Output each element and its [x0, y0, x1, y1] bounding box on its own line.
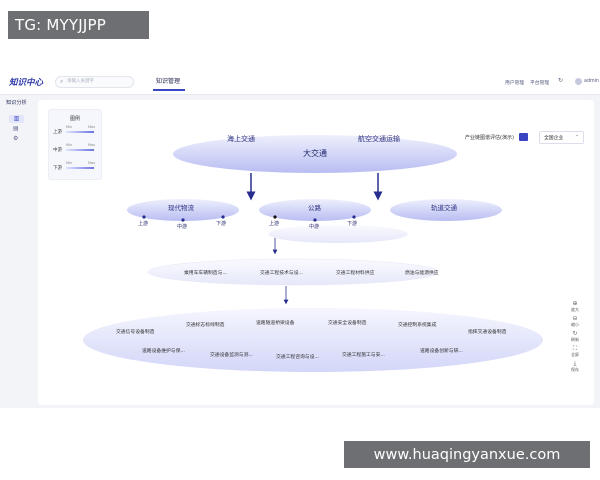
save-icon: ⤓ — [573, 360, 577, 367]
chart-icon[interactable]: ▥ — [9, 115, 24, 123]
stage-dot — [142, 215, 146, 219]
stage-label-downstream[interactable]: 下游 — [347, 221, 358, 227]
node-highway-upstream[interactable] — [147, 258, 439, 286]
legend-title: 图例 — [69, 116, 80, 122]
node-label-level3[interactable]: 燃油与能源供应 — [405, 271, 439, 276]
legend-max: Max — [88, 161, 96, 165]
stage-label-upstream[interactable]: 上游 — [138, 221, 149, 227]
refresh-icon: ↻ — [572, 330, 578, 337]
node-label-level4[interactable]: 交通标志标线制造 — [186, 323, 225, 328]
settings-icon[interactable]: ⚙ — [13, 135, 19, 142]
node-label-logistics[interactable]: 现代物流 — [168, 204, 194, 212]
node-label-level4[interactable]: 交通控制系统集成 — [398, 323, 437, 328]
top-navbar: 知识中心 ⌕ 请输入关键字 知识管理 用户管理 平台管理 ↻ admin — [0, 70, 600, 95]
stage-label-midstream[interactable]: 中游 — [177, 224, 188, 230]
node-label-level4[interactable]: 交通设备监测与测... — [210, 353, 253, 358]
fullscreen-button[interactable]: ⛶ 全屏 — [568, 345, 582, 358]
search-input[interactable]: ⌕ 请输入关键字 — [55, 76, 134, 88]
stage-label-upstream[interactable]: 上游 — [269, 221, 280, 227]
stage-dot — [313, 218, 317, 222]
stage-label-midstream[interactable]: 中游 — [309, 224, 320, 230]
refresh-button[interactable]: ↻ 刷新 — [568, 330, 582, 343]
node-label-level4[interactable]: 道路设备维护与保... — [142, 349, 185, 354]
legend-label-upstream: 上游 — [53, 130, 62, 135]
sidebar-title: 知识分析 — [6, 100, 27, 106]
node-label-level3[interactable]: 乘用车车辆制造与... — [184, 271, 227, 276]
nav-link-user-management[interactable]: 用户管理 — [505, 81, 525, 86]
legend-min: Min — [66, 161, 73, 165]
fullscreen-label: 全屏 — [571, 352, 579, 357]
active-tab-indicator — [153, 89, 185, 91]
node-label-level3[interactable]: 交通工程技术与设... — [260, 271, 303, 276]
list-icon[interactable]: ▤ — [13, 125, 19, 132]
node-rail-transit[interactable] — [390, 199, 502, 221]
zoom-out-icon: ⊖ — [572, 315, 578, 322]
node-label-level4[interactable]: 交通信号设备制造 — [116, 330, 155, 335]
avatar[interactable] — [575, 78, 582, 85]
refresh-icon[interactable]: ↻ — [558, 77, 564, 84]
zoom-out-button[interactable]: ⊖ 缩小 — [568, 315, 582, 328]
zoom-in-icon: ⊕ — [572, 300, 578, 307]
app-logo[interactable]: 知识中心 — [9, 78, 44, 88]
node-label-highway[interactable]: 公路 — [308, 204, 321, 212]
save-button[interactable]: ⤓ 保存 — [568, 360, 582, 373]
telegram-watermark: TG: MYYJJPP — [8, 11, 149, 39]
legend-gradient-bar — [66, 131, 94, 133]
legend-min: Min — [66, 143, 73, 147]
node-label-level4[interactable]: 交通工程施工与安... — [342, 353, 385, 358]
sidebar: 知识分析 ▥ ▤ ⚙ — [0, 95, 33, 408]
legend-max: Max — [88, 143, 96, 147]
nav-link-platform-management[interactable]: 平台管理 — [530, 81, 550, 86]
node-label-level4[interactable]: 道路设备创新与研... — [420, 349, 463, 354]
legend-gradient-bar — [66, 167, 94, 169]
legend-min: Min — [66, 125, 73, 129]
stage-dot — [273, 215, 277, 219]
node-modern-logistics[interactable] — [127, 199, 239, 221]
knowledge-graph — [83, 135, 543, 372]
refresh-label: 刷新 — [571, 337, 579, 342]
node-big-transport[interactable] — [173, 135, 457, 173]
stage-dot — [352, 215, 356, 219]
fullscreen-icon: ⛶ — [572, 345, 578, 352]
filter-toggle[interactable] — [519, 133, 528, 141]
node-label-level4[interactable]: 指挥交通设备制造 — [468, 330, 507, 335]
tab-knowledge-management[interactable]: 知识管理 — [156, 78, 181, 85]
zoom-out-label: 缩小 — [571, 322, 579, 327]
node-label-big-transport[interactable]: 大交通 — [303, 149, 327, 158]
node-label-level4[interactable]: 交通工程咨询与设... — [276, 355, 319, 360]
stage-label-downstream[interactable]: 下游 — [216, 221, 227, 227]
node-label-maritime[interactable]: 海上交通 — [227, 135, 255, 143]
zoom-in-label: 放大 — [571, 307, 579, 312]
node-label-rail[interactable]: 轨道交通 — [431, 204, 457, 212]
node-label-level3[interactable]: 交通工程材料供应 — [336, 271, 375, 276]
filter-label: 产业链图谱评估(演示) — [465, 135, 514, 141]
graph-canvas[interactable]: 图例 上游 Min Max 中游 Min Max 下游 Min Max 产业链图… — [38, 100, 594, 405]
node-label-level4[interactable]: 道路隧道桥梁设备 — [256, 321, 295, 326]
legend-gradient-bar — [66, 149, 94, 151]
app-window: 知识中心 ⌕ 请输入关键字 知识管理 用户管理 平台管理 ↻ admin 知识分… — [0, 70, 600, 408]
region-select[interactable]: 全国企业 ⌄ — [539, 131, 584, 144]
node-equipment-group[interactable] — [83, 308, 543, 372]
region-select-value: 全国企业 — [544, 136, 564, 141]
legend: 图例 上游 Min Max 中游 Min Max 下游 Min Max — [48, 109, 102, 180]
search-placeholder: 请输入关键字 — [67, 79, 94, 84]
node-label-aviation[interactable]: 航空交通运输 — [358, 135, 400, 143]
legend-label-midstream: 中游 — [53, 148, 62, 153]
search-icon: ⌕ — [60, 78, 64, 85]
node-label-level4[interactable]: 交通安全设备制造 — [328, 321, 367, 326]
chevron-down-icon: ⌄ — [574, 133, 579, 138]
site-watermark: www.huaqingyanxue.com — [344, 441, 590, 468]
user-name[interactable]: admin — [584, 79, 600, 84]
stage-dot — [181, 218, 185, 222]
legend-label-downstream: 下游 — [53, 166, 62, 171]
stage-dot — [221, 215, 225, 219]
save-label: 保存 — [571, 367, 579, 372]
node-highway[interactable] — [259, 199, 371, 221]
node-highway-stage-band — [268, 225, 408, 243]
legend-max: Max — [88, 125, 96, 129]
zoom-in-button[interactable]: ⊕ 放大 — [568, 300, 582, 313]
